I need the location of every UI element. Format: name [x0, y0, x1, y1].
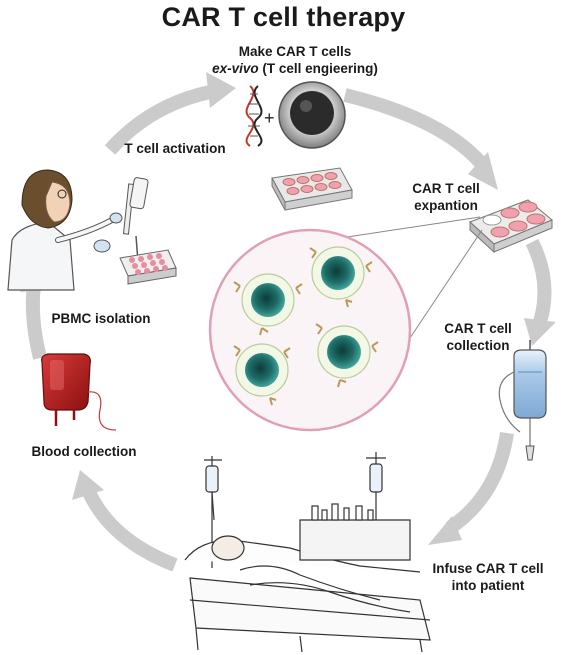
magnified-view: [208, 228, 412, 432]
arrow-heads: [20, 72, 556, 545]
car-t-cells: [233, 246, 379, 406]
well-plate-icon: [119, 249, 177, 285]
arrow-top-right: [343, 88, 486, 167]
expansion-plate-icon: [469, 199, 553, 254]
pipette-icon: [122, 177, 149, 263]
cell-icon: [278, 81, 346, 149]
car-t-cell-icon: [233, 273, 303, 336]
scientist-icon: [7, 169, 177, 291]
expansion-line1: CAR T cell: [412, 181, 480, 196]
collection-label: CAR T cell collection: [430, 320, 526, 354]
collection-line2: collection: [446, 338, 510, 353]
make-car-t-label: Make CAR T cells ex-vivo (T cell engieer…: [210, 43, 380, 77]
arrow-right: [525, 238, 552, 325]
infuse-label: Infuse CAR T cell into patient: [418, 560, 558, 594]
page-title: CAR T cell therapy: [161, 2, 406, 32]
cycle-arrows: [25, 85, 552, 572]
pbmc-isolation-label: PBMC isolation: [51, 311, 151, 326]
t-cell-engineering-text: (T cell engieering): [258, 61, 378, 76]
infuse-line2: into patient: [451, 578, 525, 593]
dna-icon: [245, 85, 263, 147]
plus-sign: +: [264, 108, 275, 128]
expansion-label: CAR T cell expantion: [398, 180, 494, 214]
ex-vivo-text: ex-vivo: [212, 61, 259, 76]
blood-collection-label: Blood collection: [31, 444, 137, 459]
hospital-bed-icon: [184, 452, 431, 653]
make-car-t-line1: Make CAR T cells: [238, 44, 352, 59]
blood-bag-icon: [41, 353, 117, 431]
expansion-line2: expantion: [414, 198, 478, 213]
car-t-cell-icon: [233, 343, 291, 406]
collection-line1: CAR T cell: [444, 321, 512, 336]
iv-bag-icon: [498, 340, 547, 461]
arrow-left: [25, 284, 47, 360]
arrow-bottom-left: [81, 487, 178, 572]
car-t-cell-icon: [309, 246, 373, 308]
arrow-bottom-right: [445, 431, 514, 534]
arrow-top-left: [104, 85, 212, 155]
t-cell-activation-label: T cell activation: [124, 141, 226, 156]
culture-plate-icon: [271, 167, 353, 211]
infuse-line1: Infuse CAR T cell: [432, 561, 544, 576]
make-car-t-line2: ex-vivo (T cell engieering): [210, 60, 380, 77]
car-t-cell-icon: [315, 323, 379, 388]
